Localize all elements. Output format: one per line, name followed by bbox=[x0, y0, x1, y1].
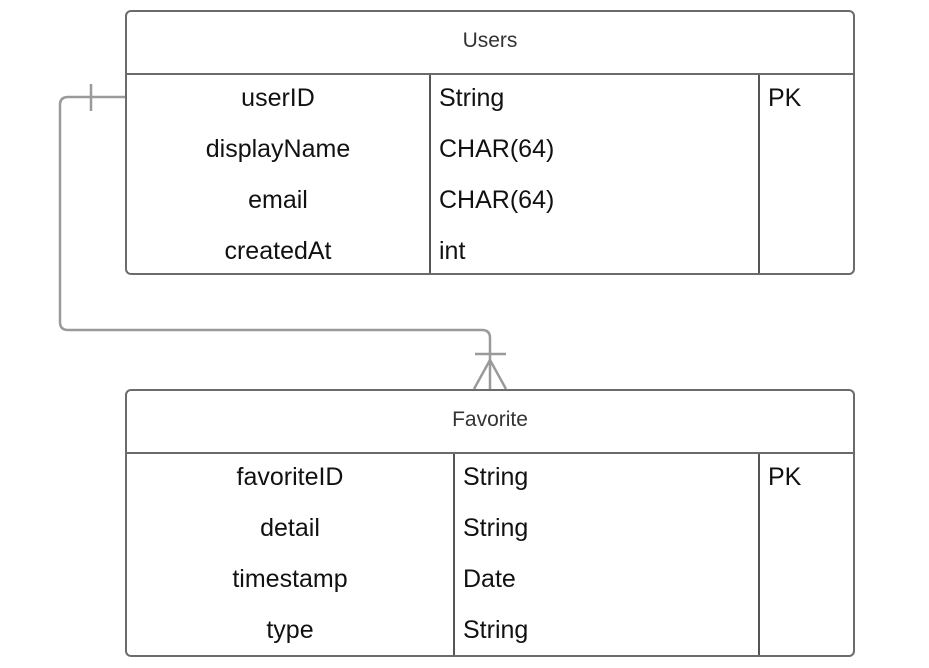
favorite-entity-body: favoriteID detail timestamp type String … bbox=[127, 454, 853, 655]
users-field-name: email bbox=[248, 186, 308, 214]
favorite-field-type: Date bbox=[463, 565, 516, 593]
favorite-field-key bbox=[760, 511, 853, 562]
users-key-column: PK bbox=[758, 75, 853, 273]
users-field-type: CHAR(64) bbox=[439, 186, 555, 214]
users-field-key bbox=[760, 183, 853, 234]
users-field-key: PK bbox=[768, 84, 802, 112]
crows-foot-right-prong bbox=[488, 359, 508, 390]
favorite-entity-title: Favorite bbox=[127, 391, 853, 454]
users-field-name: createdAt bbox=[224, 237, 332, 265]
users-name-column: userID displayName email createdAt bbox=[127, 75, 429, 273]
users-field-name: userID bbox=[241, 84, 315, 112]
favorite-field-key bbox=[760, 562, 853, 613]
users-field-type: int bbox=[439, 237, 466, 265]
favorite-name-column: favoriteID detail timestamp type bbox=[127, 454, 453, 655]
users-entity[interactable]: Users userID displayName email createdAt… bbox=[125, 10, 855, 275]
favorite-field-name: timestamp bbox=[232, 565, 348, 593]
users-field-type: String bbox=[439, 84, 505, 112]
favorite-field-key: PK bbox=[768, 463, 802, 491]
users-field-key bbox=[760, 234, 853, 285]
favorite-field-name: detail bbox=[260, 514, 320, 542]
favorite-type-column: String String Date String bbox=[453, 454, 758, 655]
users-entity-title: Users bbox=[127, 12, 853, 75]
favorite-field-key bbox=[760, 613, 853, 664]
favorite-key-column: PK bbox=[758, 454, 853, 655]
favorite-field-name: type bbox=[266, 616, 314, 644]
users-type-column: String CHAR(64) CHAR(64) int bbox=[429, 75, 758, 273]
favorite-field-type: String bbox=[463, 463, 529, 491]
favorite-field-type: String bbox=[463, 616, 529, 644]
relationship-line bbox=[58, 95, 492, 389]
favorite-entity[interactable]: Favorite favoriteID detail timestamp typ… bbox=[125, 389, 855, 657]
users-field-key bbox=[760, 132, 853, 183]
crows-foot-left-prong bbox=[472, 359, 492, 390]
favorite-field-type: String bbox=[463, 514, 529, 542]
users-field-name: displayName bbox=[205, 135, 351, 163]
users-entity-body: userID displayName email createdAt Strin… bbox=[127, 75, 853, 273]
users-field-type: CHAR(64) bbox=[439, 135, 555, 163]
favorite-field-name: favoriteID bbox=[236, 463, 344, 491]
